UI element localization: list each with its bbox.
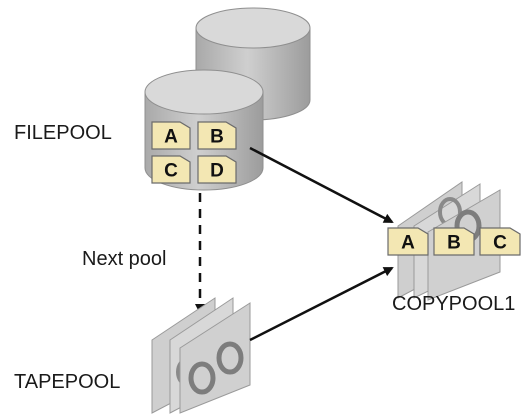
- next-pool-label: Next pool: [82, 248, 167, 270]
- file-folder-icon: A: [151, 121, 191, 150]
- filepool-label: FILEPOOL: [14, 122, 112, 144]
- file-letter: A: [401, 233, 415, 254]
- file-folder-icon: D: [197, 155, 237, 184]
- tapepool-label: TAPEPOOL: [14, 371, 120, 393]
- tapepool-to-copypool-arrow: [249, 266, 394, 342]
- file-letter: B: [210, 127, 224, 148]
- file-letter: C: [164, 161, 178, 182]
- file-letter: B: [447, 233, 461, 254]
- file-folder-icon: B: [433, 227, 475, 256]
- tapepool-tape-cartridge-icon: [151, 297, 251, 414]
- file-letter: C: [493, 233, 507, 254]
- file-folder-icon: C: [479, 227, 521, 256]
- copypool-files: A B C: [387, 227, 521, 256]
- filepool-to-copypool-arrow: [249, 146, 394, 224]
- file-letter: A: [164, 127, 178, 148]
- file-letter: D: [210, 161, 224, 182]
- filepool-files: A B C D: [151, 121, 237, 184]
- file-folder-icon: A: [387, 227, 429, 256]
- file-folder-icon: C: [151, 155, 191, 184]
- file-folder-icon: B: [197, 121, 237, 150]
- copypool-label: COPYPOOL1: [392, 293, 515, 315]
